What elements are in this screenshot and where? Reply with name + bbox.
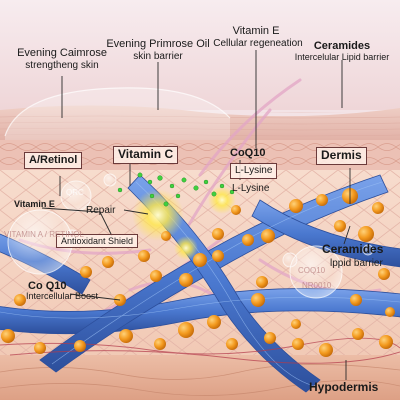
a-retinol-box: A/Retinol (24, 152, 83, 169)
faint-circle-text: QRC (66, 188, 84, 197)
ceramides-right-label: Ceramides (322, 242, 384, 256)
co-q10-label: Co Q10 (28, 280, 67, 292)
ceramides-top-label: Ceramides (313, 40, 371, 52)
antioxidant-shield-box: Antioxidant Shield (56, 234, 139, 249)
coq10-top-label: CoQ10 (230, 147, 266, 159)
faint-vitamin-a-text: VITAMIN A / RETINOL (4, 230, 84, 239)
hypodermis-label: Hypodermis (309, 380, 379, 394)
vitamin-e-left-label: Vitamin E (14, 199, 55, 209)
evening-primrose-oil-label: Evening Primrose Oil (106, 38, 210, 50)
lppid-barrier-label: lppid barrier (330, 258, 383, 269)
skin-barrier-label: skin barrier (133, 51, 183, 62)
intercellular-boost-label: Intercellular Boost (26, 291, 99, 301)
strengtheng-skin-label: strengtheng skin (25, 60, 99, 71)
bubble-vesicle (7, 173, 374, 299)
faint-coq10-text: COQ10 (298, 266, 326, 275)
particle-orange (1, 188, 395, 357)
cellular-regeneation-label: Cellular regeneation (213, 38, 303, 49)
evening-caimrose-label: Evening Caimrose (17, 47, 107, 59)
repair-label: Repair (86, 205, 116, 216)
l-lysine-label-2: L-Lysine (232, 183, 270, 194)
l-lysine-box-1: L-Lysine (230, 163, 278, 179)
dermis-box: Dermis (316, 147, 367, 165)
intercelular-lipid-barrier-label: Intercelular Lipid barrier (294, 52, 390, 62)
vitamin-c-box: Vitamin C (113, 146, 179, 164)
vitamin-e-top-label: Vitamin E (232, 25, 280, 37)
faint-nr-text: NR0010 (302, 281, 332, 290)
